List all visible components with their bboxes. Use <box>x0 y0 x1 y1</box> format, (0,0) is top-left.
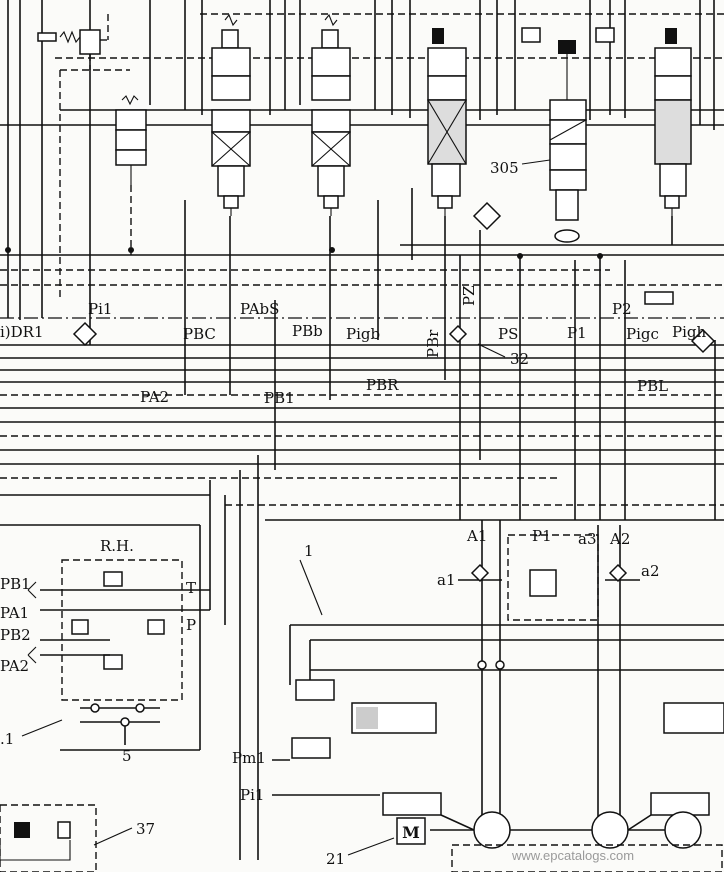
control-valve-spool-1 <box>211 13 251 216</box>
label-pbc: PBC <box>183 325 216 343</box>
control-valve-spool-4 <box>654 28 692 216</box>
electric-motor: M <box>396 817 426 845</box>
label-a3: a3 <box>578 530 597 548</box>
label-pbb: PBb <box>292 322 323 340</box>
label-dr1: i)DR1 <box>0 323 44 341</box>
label-t-port: T <box>186 579 196 597</box>
label-pz: PZ <box>460 285 478 306</box>
label-ref-11: .1 <box>0 730 14 748</box>
label-pigb: Pigb <box>346 325 380 343</box>
label-pi1-bottom: Pi1 <box>240 786 264 804</box>
label-ref-305: 305 <box>490 159 519 177</box>
label-pbr: PBr <box>424 329 442 358</box>
label-pbr-out: PBR <box>366 376 399 394</box>
control-valve-spool-2 <box>311 13 351 216</box>
label-rh: R.H. <box>100 537 134 555</box>
labels: Pi1 PAbS i)DR1 PBC PBb Pigb PBr PZ PS P1… <box>0 159 706 868</box>
label-pm1: Pm1 <box>232 749 266 767</box>
watermark: www.epcatalogs.com <box>511 848 634 863</box>
label-a2-top: A2 <box>609 530 630 548</box>
label-a1-side: a1 <box>437 571 456 589</box>
label-pigc: Pigc <box>626 325 659 343</box>
label-pabs: PAbS <box>240 300 279 318</box>
label-p1-pump: P1 <box>532 527 552 545</box>
label-p1-mid: P1 <box>567 324 587 342</box>
label-a1-top: A1 <box>466 527 487 545</box>
label-pb1-out: PB1 <box>264 389 295 407</box>
main-pump-circuit <box>0 520 724 873</box>
pilot-bus-mid <box>0 244 724 521</box>
label-a2-side: a2 <box>641 562 660 580</box>
control-valve-spool-3 <box>427 28 467 216</box>
motor-label: M <box>402 823 420 842</box>
label-p-port: P <box>186 616 196 634</box>
pilot-verticals <box>89 188 716 860</box>
component-37 <box>0 804 97 873</box>
label-pb1-left: PB1 <box>0 575 31 593</box>
label-pbl-out: PBL <box>637 377 668 395</box>
label-pb2-left: PB2 <box>0 626 31 644</box>
top-pilot-lines <box>0 0 724 320</box>
label-pigh: Pigh <box>672 323 706 341</box>
spool-valve-305 <box>521 27 615 243</box>
leader-lines <box>21 159 551 856</box>
label-pa2-out: PA2 <box>140 388 169 406</box>
label-pa2-left: PA2 <box>0 657 29 675</box>
label-p2: P2 <box>612 300 632 318</box>
top-left-relief-group <box>37 14 130 300</box>
label-pa1-left: PA1 <box>0 604 29 622</box>
label-ref-1: 1 <box>304 542 314 560</box>
label-ps: PS <box>498 325 518 343</box>
filter-diamonds <box>5 201 716 354</box>
label-pi1-top: Pi1 <box>88 300 112 318</box>
label-ref-37: 37 <box>136 820 155 838</box>
label-ref-21: 21 <box>326 850 345 868</box>
rh-valve-block <box>0 524 210 751</box>
label-ref-5: 5 <box>122 747 132 765</box>
label-ref-32: 32 <box>510 350 529 368</box>
pilot-valve-small <box>115 95 147 255</box>
